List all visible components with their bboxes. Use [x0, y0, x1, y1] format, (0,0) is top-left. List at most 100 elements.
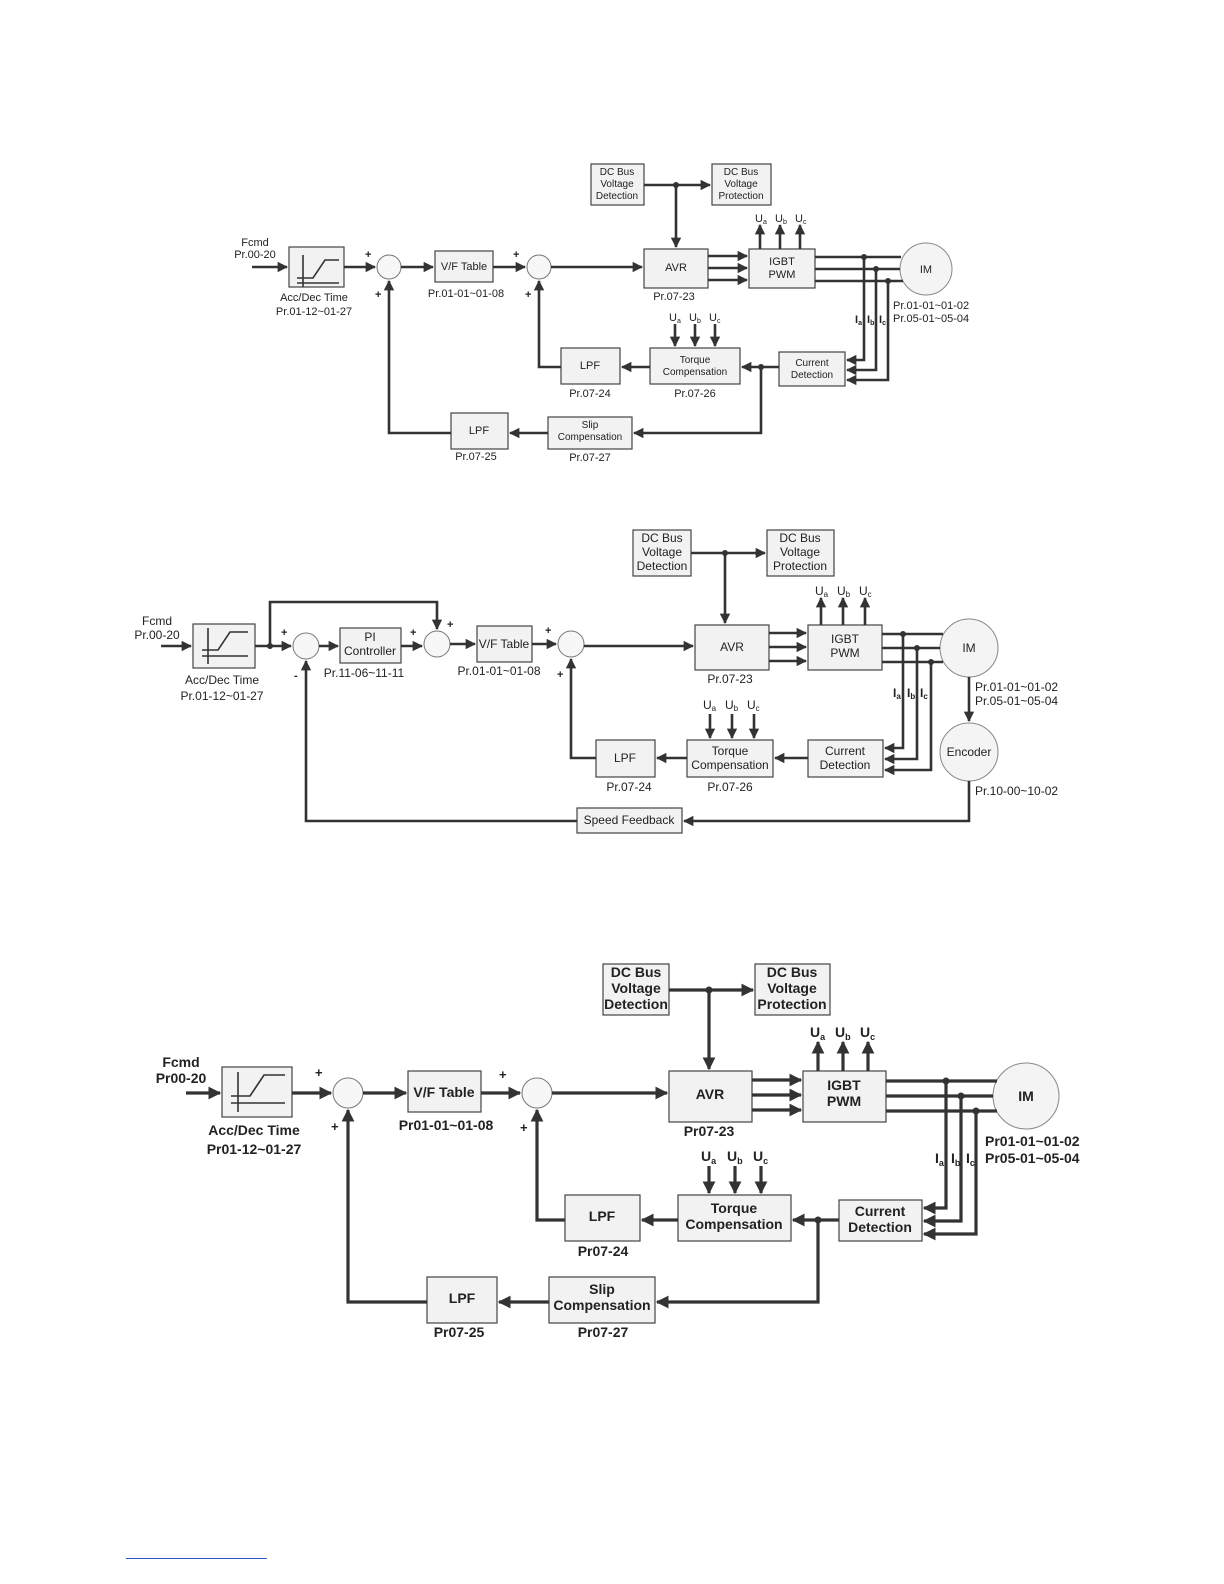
- current-label-line1: Current: [795, 358, 829, 369]
- dcbus-protection-line2: Voltage: [767, 980, 817, 996]
- svg-text:Uc: Uc: [859, 584, 872, 599]
- subscript-c: c: [756, 704, 760, 713]
- accdec-param: Pr01-12~01-27: [207, 1141, 302, 1157]
- ub-label: U: [835, 1024, 845, 1040]
- avr-label: AVR: [696, 1086, 725, 1102]
- torque-compensation-block: [649, 347, 741, 385]
- dcbus-detection-line2: Voltage: [600, 179, 634, 190]
- svg-text:Ia: Ia: [935, 1150, 945, 1168]
- lpf2-label: LPF: [449, 1290, 476, 1306]
- slip-param: Pr.07-27: [569, 452, 611, 464]
- igbt-label-line1: IGBT: [831, 632, 860, 646]
- summing-junction-1: [292, 632, 320, 660]
- ua-label: U: [703, 698, 712, 712]
- ua-label: U: [669, 312, 677, 324]
- im-param-line1: Pr01-01~01-02: [985, 1133, 1080, 1149]
- plus-sign: +: [447, 619, 453, 631]
- subscript-b: b: [734, 704, 739, 713]
- footnote-rule: [126, 1558, 267, 1559]
- plus-sign: +: [331, 1119, 339, 1134]
- im-label: IM: [1018, 1088, 1034, 1104]
- slip-label-line1: Slip: [582, 420, 599, 431]
- svg-text:Ua: Ua: [755, 213, 767, 226]
- avr-label: AVR: [665, 262, 687, 274]
- wire: [922, 1096, 963, 1228]
- igbt-label-line1: IGBT: [769, 256, 795, 268]
- svg-text:Ub: Ub: [689, 312, 701, 325]
- igbt-label-line2: PWM: [769, 269, 796, 281]
- avr-label: AVR: [720, 640, 744, 654]
- lpf2-param: Pr07-25: [434, 1324, 485, 1340]
- svg-text:Uc: Uc: [795, 213, 807, 226]
- vf-table-block: [476, 625, 533, 663]
- torque-label-line1: Torque: [711, 1200, 758, 1216]
- dcbus-protection-line1: DC Bus: [779, 531, 820, 545]
- summing-junction-2: [526, 254, 552, 280]
- ramp-icon: [202, 628, 248, 664]
- subscript-b: b: [737, 1156, 743, 1166]
- wire: [530, 1108, 565, 1222]
- subscript-c: c: [882, 320, 886, 327]
- plus-sign: +: [520, 1120, 528, 1135]
- torque-compensation-block: [677, 1194, 792, 1242]
- torque-label-line2: Compensation: [685, 1216, 782, 1232]
- diagram-vf-open-loop: Fcmd Pr.00-20 Acc/Dec Time Pr.01-12~01-2…: [234, 163, 969, 464]
- summing-junction-1: [376, 254, 402, 280]
- ia-label: I: [893, 686, 896, 700]
- accdec-param: Pr.01-12~01-27: [276, 306, 352, 318]
- vf-table-label: V/F Table: [441, 261, 487, 273]
- im-param-line2: Pr05-01~05-04: [985, 1150, 1080, 1166]
- dcbus-detection-line2: Voltage: [611, 980, 661, 996]
- subscript-c: c: [970, 1158, 975, 1168]
- plus-sign: +: [281, 627, 287, 639]
- speed-feedback-block: [576, 807, 683, 834]
- vf-table-block: [434, 250, 494, 283]
- torque-label-line1: Torque: [712, 744, 749, 758]
- dcbus-protection-line1: DC Bus: [724, 167, 758, 178]
- lpf1-label: LPF: [580, 360, 600, 372]
- slip-param: Pr07-27: [578, 1324, 629, 1340]
- slip-label-line2: Compensation: [553, 1297, 650, 1313]
- subscript-c: c: [870, 1032, 875, 1042]
- fcmd-param: Pr.00-20: [234, 249, 276, 261]
- torque-param: Pr.07-26: [674, 388, 716, 400]
- subscript-a: a: [763, 219, 767, 226]
- ua-label: U: [701, 1148, 711, 1164]
- subscript-a: a: [824, 590, 829, 599]
- acc-dec-block: [288, 246, 345, 288]
- dcbus-detection-line1: DC Bus: [600, 167, 634, 178]
- ub-label: U: [689, 312, 697, 324]
- wire: [383, 279, 451, 435]
- wire: [533, 279, 561, 369]
- svg-text:Uc: Uc: [753, 1148, 768, 1166]
- vf-table-param: Pr.01-01~01-08: [457, 664, 540, 678]
- avr-block: [694, 624, 770, 671]
- svg-text:Ub: Ub: [837, 584, 851, 599]
- im-param-line2: Pr.05-01~05-04: [893, 313, 969, 325]
- subscript-c: c: [763, 1156, 768, 1166]
- dcbus-detection-line3: Detection: [637, 559, 688, 573]
- ua-label: U: [755, 213, 763, 225]
- dcbus-protection-line2: Voltage: [780, 545, 820, 559]
- im-param-line1: Pr.01-01~01-02: [893, 300, 969, 312]
- subscript-c: c: [868, 590, 872, 599]
- avr-block: [668, 1070, 753, 1123]
- subscript-b: b: [955, 1158, 961, 1168]
- lpf2-label: LPF: [469, 425, 489, 437]
- plus-sign: +: [513, 249, 519, 261]
- subscript-a: a: [896, 692, 901, 701]
- plus-sign: +: [315, 1065, 323, 1080]
- subscript-b: b: [845, 1032, 851, 1042]
- summing-junction-3: [557, 630, 585, 658]
- dcbus-protection-line3: Protection: [773, 559, 827, 573]
- plus-sign: +: [545, 625, 551, 637]
- lpf-block: [595, 739, 656, 778]
- igbt-pwm-block: [748, 248, 816, 289]
- plus-sign: +: [410, 627, 416, 639]
- subscript-b: b: [870, 320, 874, 327]
- wire: [655, 1220, 820, 1309]
- svg-text:Ia: Ia: [893, 686, 901, 701]
- igbt-label-line1: IGBT: [827, 1077, 861, 1093]
- svg-text:Ic: Ic: [920, 686, 928, 701]
- fcmd-label: Fcmd: [142, 614, 172, 628]
